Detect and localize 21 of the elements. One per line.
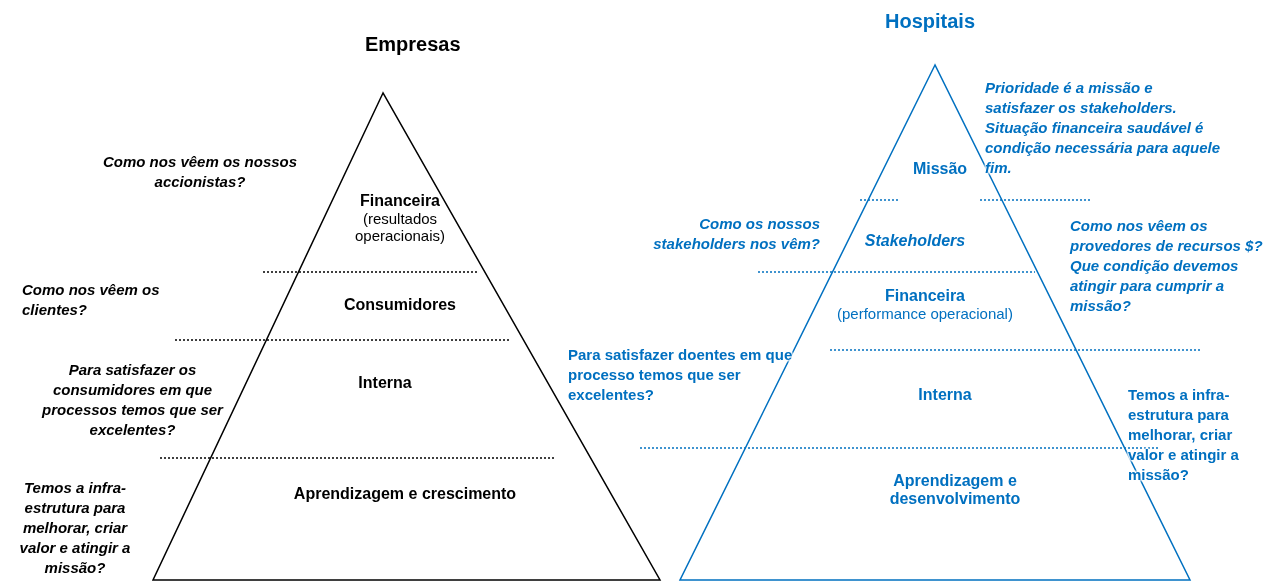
- level-title: Interna: [917, 386, 973, 404]
- level-title: Interna: [357, 374, 413, 392]
- pyramid-title: Empresas: [365, 33, 461, 56]
- level-title: Stakeholders: [863, 232, 967, 250]
- level-title: Consumidores: [343, 296, 457, 314]
- question-text: Temos a infra-estrutura para melhorar, criar valor e atingir a missão?: [18, 478, 132, 578]
- level-subtitle: (resultados operacionais): [353, 210, 447, 244]
- question-text: Como nos vêem os provedores de recursos $? Que condição devemos atingir para cumprir a missão?: [1070, 216, 1264, 316]
- question-text: Como os nossos stakeholders nos vêm?: [652, 214, 820, 254]
- question-text: Como nos vêem os clientes?: [22, 280, 161, 320]
- level-title: Financeira: [359, 192, 441, 210]
- level-title: Missão: [911, 160, 969, 178]
- question-text: Para satisfazer os consumidores em que processos temos que ser excelentes?: [40, 360, 225, 440]
- level-title: Aprendizagem e crescimento: [292, 485, 518, 503]
- level-title: Financeira: [884, 287, 966, 305]
- pyramid-title: Hospitais: [885, 10, 976, 33]
- question-text: Para satisfazer doentes em que processo temos que ser excelentes?: [568, 345, 794, 405]
- question-text: Como nos vêem os nossos accionistas?: [101, 152, 299, 192]
- question-text: Prioridade é a missão e satisfazer os stakeholders. Situação financeira saudável é condição necessária para aquele fim.: [985, 78, 1222, 178]
- level-subtitle: (performance operacional): [836, 305, 1014, 322]
- level-title: Aprendizagem e desenvolvimento: [888, 472, 1022, 508]
